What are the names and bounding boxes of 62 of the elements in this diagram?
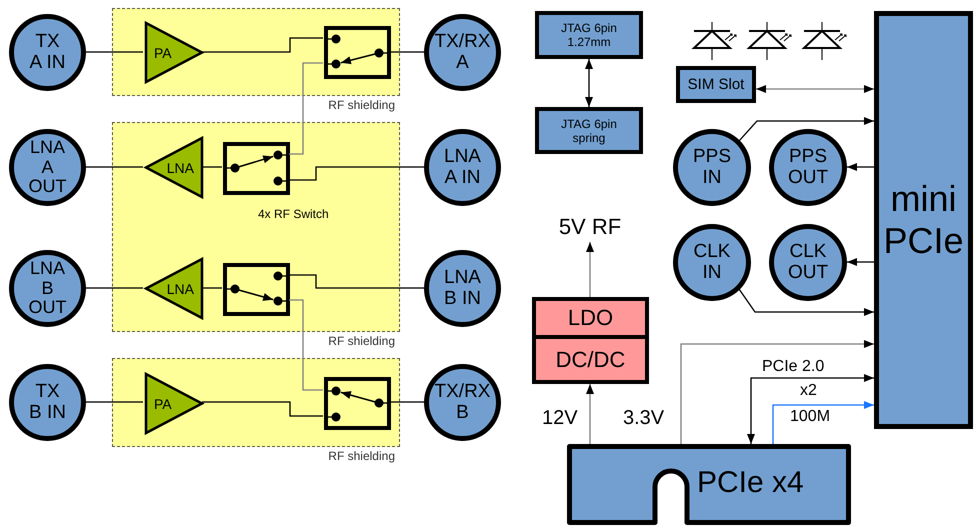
module-box [535,11,643,59]
node-label: SIM Slot [688,76,744,93]
node-label: CLK OUT [788,242,828,284]
arrow [772,401,874,444]
signal-label: PCIe 2.0 [762,358,824,376]
node-label: LNA [166,280,194,296]
node-label: LDO [568,305,614,331]
part-note: 4x RF Switch [258,207,329,221]
node-label: LNA B IN [443,268,482,310]
arrow [586,242,594,297]
connector-line [202,166,222,168]
arrow [847,163,874,171]
connector-line [86,166,143,168]
node-label: mini PCIe [882,178,965,262]
signal-label: x2 [800,382,817,400]
connector-line [202,401,323,417]
node-label: TX/RX A [434,32,490,74]
shielding-note: RF shielding [328,334,395,348]
connector-line [86,401,143,403]
node-label: CLK IN [692,242,732,284]
module-box [676,66,756,103]
node-label: JTAG 6pin spring [560,116,618,144]
node-label: TX B IN [28,382,67,424]
arrow [680,340,874,444]
connector-line [86,287,143,289]
arrow [756,85,874,93]
shielding-note: RF shielding [328,98,395,112]
connector-line [289,274,424,289]
connector-line [202,287,222,289]
connector-line [289,299,323,391]
node-label: TX/RX B [434,382,490,424]
node-label: LNA B OUT [28,258,67,318]
node-label: LNA A OUT [28,138,67,198]
connector-line [86,51,143,53]
shielding-note: RF shielding [328,449,395,463]
node-label: TX A IN [28,32,66,74]
arrow [747,374,874,444]
node-label: PA [154,396,172,412]
arrow [738,117,874,142]
connector-line [390,51,424,53]
slot-box [874,11,973,429]
arrow [847,258,874,266]
node-label: PPS OUT [788,146,828,188]
arrow [738,288,874,316]
connector-line [390,401,424,403]
module-box [535,107,643,154]
node-label: LNA [166,160,194,176]
node-label: PCIe x4 [697,466,804,500]
node-label: DC/DC [556,346,626,372]
signal-label: 12V [542,407,578,430]
node-label: LNA A IN [443,146,482,188]
signal-label: 100M [790,408,830,426]
connector-line [289,166,424,181]
signal-label: 3.3V [623,407,664,430]
arrow [586,384,594,444]
node-label: PA [154,44,172,60]
node-label: 5V RF [558,214,622,240]
connector-line [202,37,323,53]
node-label: JTAG 6pin 1.27mm [560,21,618,49]
node-label: PPS IN [692,146,732,188]
connector-line [289,62,323,155]
arrow [585,59,593,107]
